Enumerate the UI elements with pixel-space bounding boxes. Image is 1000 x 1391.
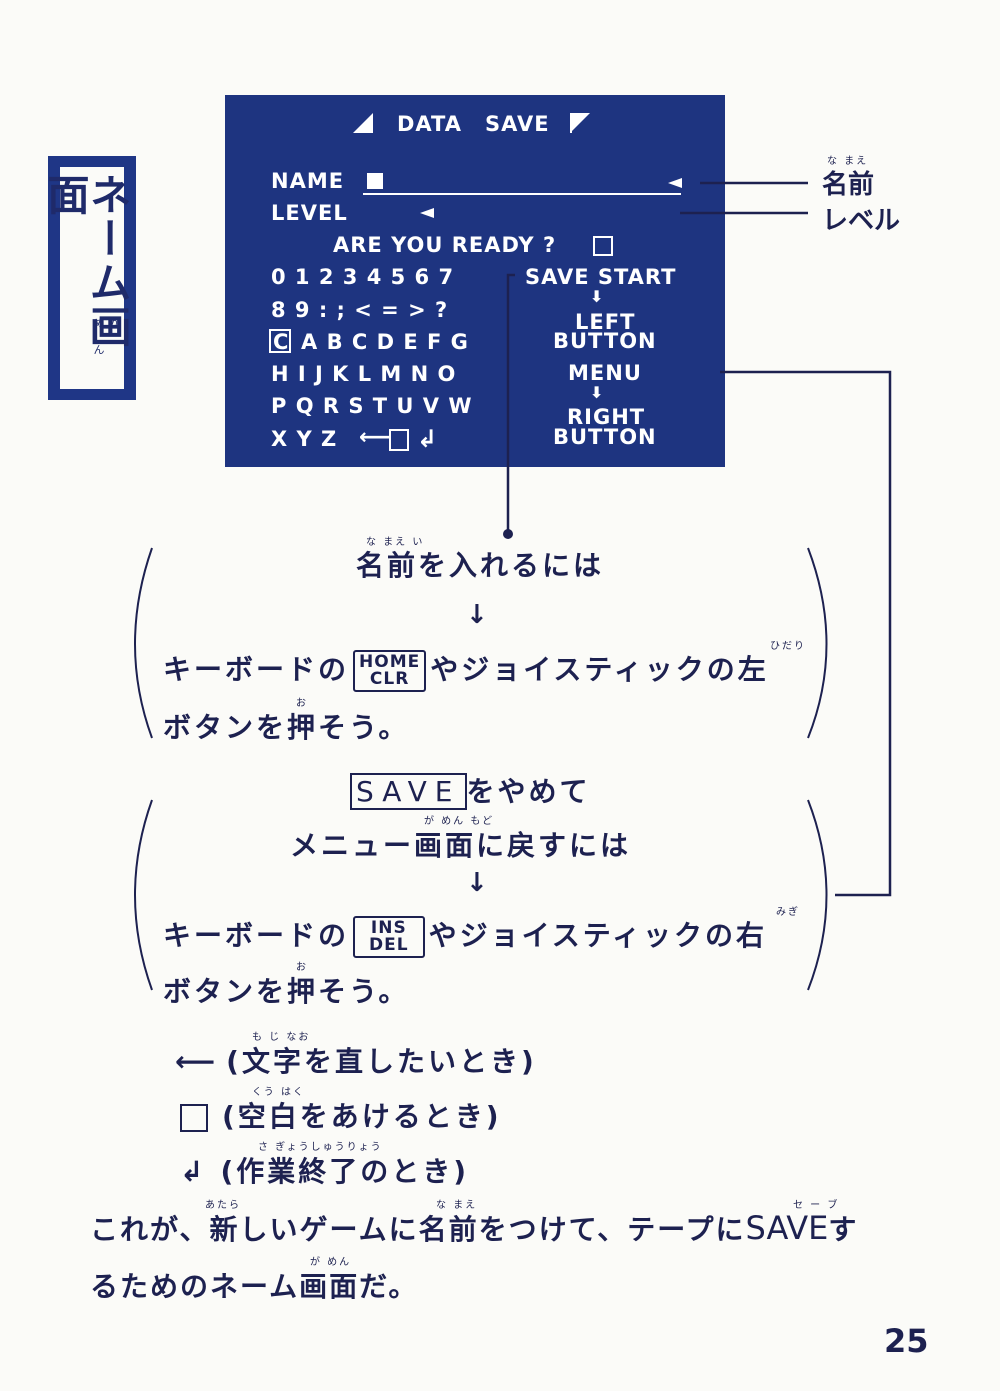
legend-enter-text: (作業終了のとき) — [220, 1155, 470, 1188]
legend-back-ruby: も じ なお — [252, 1032, 311, 1043]
char-row-3-selected: C — [273, 330, 290, 354]
char-row-6: X Y Z — [271, 427, 338, 451]
down-arrow-icon: ⬇ — [590, 287, 605, 306]
page-number: 25 — [884, 1322, 929, 1360]
section1-heading-ruby: な まえ い — [366, 537, 425, 548]
section1-line2-ruby: お — [296, 698, 308, 709]
char-row-5: P Q R S T U V W — [271, 394, 473, 418]
section2-line2-ruby: お — [296, 962, 308, 973]
triangle-left-icon — [353, 113, 373, 133]
char-row-2: 8 9 : ; < = > ? — [271, 298, 449, 322]
footer-ruby-c: セ ー ブ — [793, 1200, 840, 1211]
legend-enter: ↲ (作業終了のとき) — [180, 1150, 469, 1190]
save-start-label: SAVE START — [525, 265, 677, 289]
legend-back-text: (文字を直したいとき) — [226, 1045, 537, 1078]
footer-save-word: SAVE — [745, 1209, 829, 1247]
name-input-line — [363, 193, 681, 195]
down-arrow-icon: ⬇ — [590, 383, 605, 402]
right-button-label-1: RIGHT — [567, 405, 646, 429]
section2-line1-ruby: みぎ — [776, 907, 800, 918]
key-top-label: INS — [370, 918, 407, 938]
section1-line1-ruby: ひだり — [770, 641, 806, 652]
section1-line1-text-b: やジョイスティックの左 — [430, 653, 769, 686]
down-arrow-icon: ↓ — [466, 868, 488, 898]
triangle-right-icon — [570, 113, 590, 133]
ready-text: ARE YOU READY ? — [333, 233, 557, 257]
char-row-1: 0 1 2 3 4 5 6 7 — [271, 265, 455, 289]
selected-char-box — [269, 329, 291, 353]
name-label: NAME — [271, 169, 345, 193]
legend-enter-ruby: さ ぎょうしゅうりょう — [258, 1142, 383, 1153]
section1-heading: 名前を入れるには — [356, 549, 605, 582]
back-arrow-icon: ⟵ — [359, 425, 392, 450]
footer-line-2-ruby: が めん — [310, 1257, 352, 1268]
ready-checkbox — [593, 236, 613, 256]
section2-heading2: メニュー画面に戻すには — [290, 829, 632, 862]
key-bottom-label: DEL — [369, 935, 409, 955]
down-arrow-icon: ↓ — [466, 600, 488, 630]
legend-space: (空白をあけるとき) — [180, 1095, 502, 1135]
char-row-4: H I J K L M N O — [271, 362, 457, 386]
legend-back: ⟵(文字を直したいとき) — [175, 1040, 537, 1080]
space-box-icon — [389, 429, 409, 451]
footer-line-2: るためのネーム画面だ。 — [90, 1270, 419, 1303]
section2-heading2-ruby: が めん もど — [424, 816, 495, 827]
menu-label: MENU — [568, 361, 642, 385]
footer-ruby-a: あたら — [205, 1200, 241, 1211]
right-button-label-2: BUTTON — [553, 425, 657, 449]
section-side-label: ネーム画面 か めん — [41, 156, 136, 400]
footer-ruby-b: な まえ — [436, 1200, 478, 1211]
footer-line-1-text: これが、新しいゲームに名前をつけて、テープに — [90, 1213, 746, 1246]
level-label: LEVEL — [271, 201, 348, 225]
section1-line1-text: キーボードの — [163, 653, 350, 686]
footer-line-1-end: す — [828, 1213, 859, 1246]
screen-title-save: SAVE — [485, 112, 550, 136]
section1-line2: ボタンを押そう。 — [163, 711, 410, 744]
screen-title-data: DATA — [397, 112, 463, 136]
section2-heading-text: をやめて — [466, 775, 591, 808]
name-callout-ruby: な まえ — [827, 156, 869, 167]
save-key: SAVE — [350, 773, 467, 810]
name-callout: 名前 — [822, 170, 875, 200]
key-bottom-label: CLR — [369, 669, 410, 689]
back-arrow-icon: ⟵ — [175, 1045, 219, 1078]
game-screen: DATA SAVE NAME LEVEL ARE YOU READY ? 0 1… — [225, 95, 725, 467]
section2-line1-text: キーボードの — [163, 919, 350, 952]
level-callout: レベル — [822, 206, 901, 236]
space-box-icon — [180, 1104, 208, 1132]
left-button-label-1: LEFT — [575, 310, 636, 334]
enter-icon: ↲ — [417, 425, 439, 453]
name-cursor — [367, 173, 383, 189]
side-label-text: ネーム画面 — [41, 173, 132, 349]
section2-line2: ボタンを押そう。 — [163, 975, 410, 1008]
legend-space-ruby: くう はく — [252, 1087, 305, 1098]
side-label-ruby: か めん — [92, 317, 121, 371]
left-button-label-2: BUTTON — [553, 329, 657, 353]
footer-line-1: これが、新しいゲームに名前をつけて、テープにSAVEす — [90, 1208, 858, 1248]
enter-icon: ↲ — [180, 1155, 207, 1188]
legend-space-text: (空白をあけるとき) — [222, 1100, 502, 1133]
char-row-3: A B C D E F G — [301, 330, 469, 354]
key-top-label: HOME — [359, 652, 421, 672]
section2-line1-text-b: やジョイスティックの右 — [428, 919, 768, 952]
